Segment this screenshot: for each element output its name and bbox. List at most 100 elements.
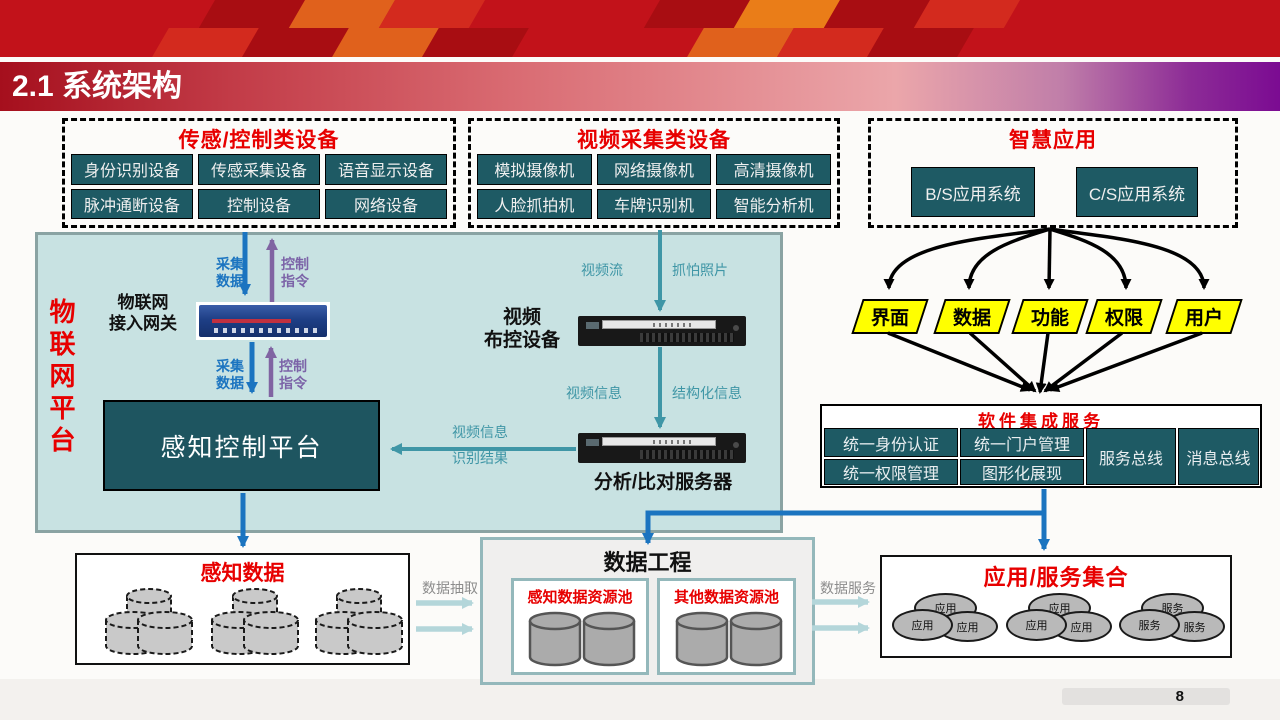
server-logo xyxy=(586,439,599,446)
smart-app-title: 智慧应用 xyxy=(1009,129,1097,152)
smart-app-box: 智慧应用 B/S应用系统 C/S应用系统 xyxy=(868,118,1238,228)
pool-title: 感知数据资源池 xyxy=(527,589,633,606)
gateway-device-body xyxy=(199,305,327,337)
page-number-bar: 8 xyxy=(1062,688,1230,705)
page-number: 8 xyxy=(1175,688,1184,705)
video-control-server-image xyxy=(578,316,746,346)
device-item: 模拟摄像机 xyxy=(477,154,592,185)
recognition-result-label: 识别结果 xyxy=(452,450,508,466)
control-cmd-label: 控制 指令 xyxy=(279,358,307,391)
video-devices-box: 视频采集类设备 模拟摄像机 网络摄像机 高清摄像机 人脸抓拍机 车牌识别机 智能… xyxy=(468,118,840,228)
parallelogram-label: 权限 xyxy=(1104,308,1143,329)
server-logo xyxy=(586,322,599,329)
cs-app-system: C/S应用系统 xyxy=(1076,167,1198,217)
device-item: 语音显示设备 xyxy=(325,154,447,185)
parallelogram-interface: 界面 xyxy=(851,299,929,334)
perception-control-platform: 感知控制平台 xyxy=(103,400,380,491)
perception-data-box: 感知数据 xyxy=(75,553,410,665)
parallelogram-label: 用户 xyxy=(1184,308,1223,329)
app-cloud-cluster: 应用 应用 应用 xyxy=(1006,593,1113,653)
converge-arrow-permission xyxy=(1043,331,1124,393)
device-item: 人脸抓拍机 xyxy=(477,188,592,219)
database-cylinder-icon xyxy=(315,588,403,655)
database-cylinder-icon xyxy=(211,588,299,655)
integration-cell: 服务总线 xyxy=(1086,428,1176,485)
app-service-box: 应用/服务集合 应用 应用 应用 应用 应用 应用 服务 服务 服务 xyxy=(880,555,1232,658)
app-cloud-cluster: 应用 应用 应用 xyxy=(892,593,999,653)
gateway-stripe xyxy=(211,319,292,324)
gateway-label: 物联网 接入网关 xyxy=(109,293,177,333)
gateway-ports xyxy=(214,328,317,334)
parallelogram-permission: 权限 xyxy=(1085,299,1163,334)
server-strip xyxy=(602,437,716,446)
iot-platform-label: 物联网平台 xyxy=(46,298,76,458)
device-item: 网络摄像机 xyxy=(596,154,712,185)
title-bar xyxy=(0,62,1280,111)
parallelogram-label: 数据 xyxy=(952,308,991,329)
video-stream-label: 视频流 xyxy=(581,262,623,278)
perception-data-pool: 感知数据资源池 xyxy=(511,578,649,675)
fan-arrow-user xyxy=(1049,227,1210,290)
video-devices-title: 视频采集类设备 xyxy=(577,129,731,152)
other-data-pool: 其他数据资源池 xyxy=(657,578,796,675)
sensor-devices-box: 传感/控制类设备 身份识别设备 传感采集设备 语音显示设备 脉冲通断设备 控制设… xyxy=(62,118,456,228)
integration-cell: 统一权限管理 xyxy=(824,459,958,485)
device-item: 网络设备 xyxy=(325,188,447,219)
device-item: 高清摄像机 xyxy=(716,154,831,185)
parallelogram-label: 界面 xyxy=(870,308,909,329)
server-vents xyxy=(640,450,734,459)
device-item: 身份识别设备 xyxy=(71,154,193,185)
gateway-device-image xyxy=(196,302,330,340)
video-info-label: 视频信息 xyxy=(566,385,622,401)
video-devices-grid: 模拟摄像机 网络摄像机 高清摄像机 人脸抓拍机 车牌识别机 智能分析机 xyxy=(477,154,831,219)
device-item: 控制设备 xyxy=(198,188,320,219)
fan-arrow-interface xyxy=(883,227,1051,290)
service-cloud-cluster: 服务 服务 服务 xyxy=(1119,593,1226,653)
device-item: 脉冲通断设备 xyxy=(71,188,193,219)
fan-arrow-function xyxy=(1043,228,1055,290)
service-ellipse: 服务 xyxy=(1119,609,1180,641)
software-integration-box: 软件集成服务 统一身份认证 统一门户管理 统一权限管理 图形化展现 服务总线 消… xyxy=(820,404,1262,488)
collect-data-label: 采集 数据 xyxy=(216,256,244,289)
integration-cell: 统一门户管理 xyxy=(960,428,1084,457)
sensor-devices-grid: 身份识别设备 传感采集设备 语音显示设备 脉冲通断设备 控制设备 网络设备 xyxy=(71,154,447,219)
bs-app-system: B/S应用系统 xyxy=(911,167,1035,217)
server-dots xyxy=(653,440,694,444)
data-service-label: 数据服务 xyxy=(820,580,876,596)
page-title: 2.1 系统架构 xyxy=(12,70,183,103)
perception-data-title: 感知数据 xyxy=(200,562,285,585)
collect-data-label: 采集 数据 xyxy=(216,358,244,391)
app-ellipse: 应用 xyxy=(892,609,953,641)
server-dots xyxy=(653,323,694,327)
database-cylinder-icon xyxy=(528,611,636,667)
converge-arrow-user xyxy=(1048,331,1203,392)
parallelogram-function: 功能 xyxy=(1011,299,1089,334)
device-item: 传感采集设备 xyxy=(198,154,320,185)
device-item: 智能分析机 xyxy=(716,188,831,219)
video-control-device-label: 视频 布控设备 xyxy=(483,307,560,351)
integration-cell: 图形化展现 xyxy=(960,459,1084,485)
fan-arrow-data xyxy=(963,227,1051,290)
data-extract-label: 数据抽取 xyxy=(422,580,478,596)
database-cylinder-icon xyxy=(105,588,193,655)
data-engineering-title: 数据工程 xyxy=(603,550,692,575)
server-strip xyxy=(602,320,716,329)
parallelogram-user: 用户 xyxy=(1165,299,1243,334)
capture-photo-label: 抓怕照片 xyxy=(672,262,728,278)
control-cmd-label: 控制 指令 xyxy=(281,256,309,289)
integration-cell: 消息总线 xyxy=(1178,428,1259,485)
converge-arrow-data xyxy=(968,331,1037,393)
fan-arrow-permission xyxy=(1049,227,1132,290)
server-led xyxy=(733,442,739,448)
integration-cell: 统一身份认证 xyxy=(824,428,958,457)
software-integration-title: 软件集成服务 xyxy=(978,412,1104,431)
video-info-label: 视频信息 xyxy=(452,424,508,440)
structured-info-label: 结构化信息 xyxy=(672,385,742,401)
pool-title: 其他数据资源池 xyxy=(673,589,779,606)
analysis-server-label: 分析/比对服务器 xyxy=(593,472,733,493)
parallelogram-label: 功能 xyxy=(1030,308,1069,329)
app-service-title: 应用/服务集合 xyxy=(983,565,1129,590)
server-led xyxy=(733,325,739,331)
device-item: 车牌识别机 xyxy=(596,188,712,219)
